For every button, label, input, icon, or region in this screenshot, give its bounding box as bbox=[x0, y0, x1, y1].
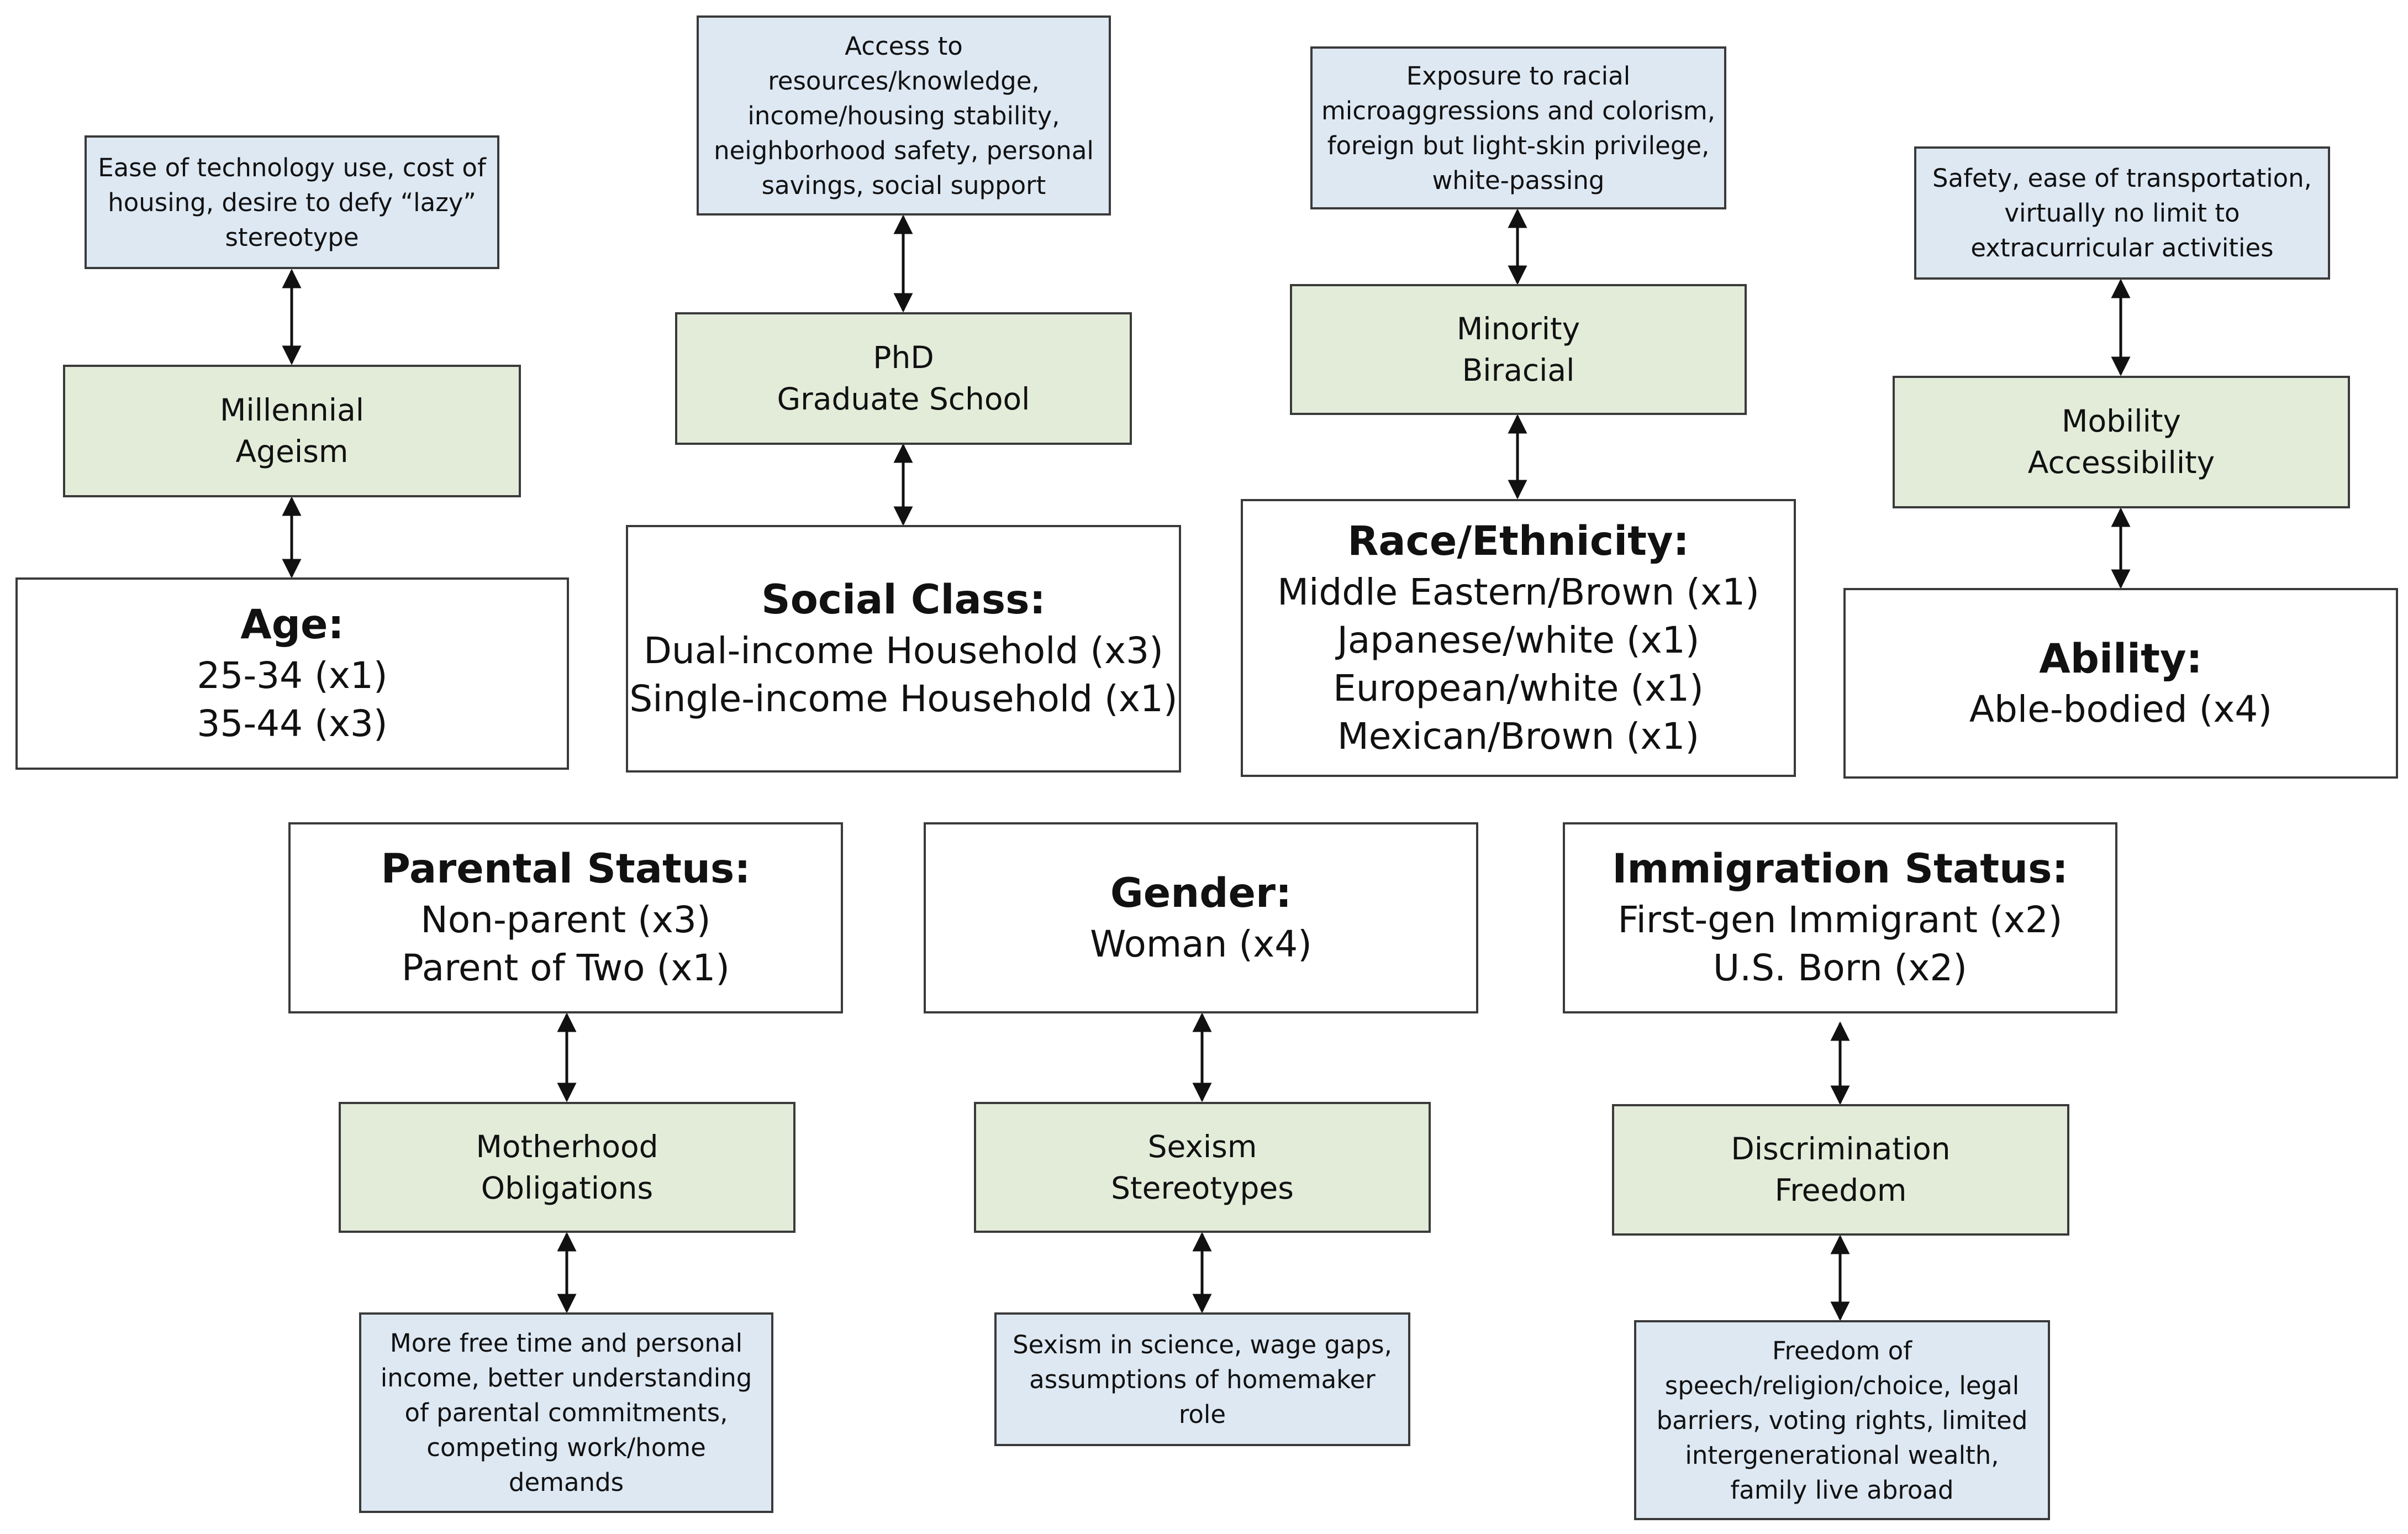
parental-factors-line: competing work/home bbox=[426, 1433, 706, 1462]
gender-identity-line: Woman (x4) bbox=[1090, 922, 1312, 965]
ability-factors-line: Safety, ease of transportation, bbox=[1932, 164, 2312, 193]
age-identity-line: 35-44 (x3) bbox=[197, 702, 388, 745]
gender-theme-box: Sexism Stereotypes bbox=[974, 1102, 1431, 1233]
immigration-factors-line: barriers, voting rights, limited bbox=[1656, 1405, 2028, 1435]
race-factors-line: foreign but light-skin privilege, bbox=[1327, 130, 1710, 160]
ability-identity-heading: Ability: bbox=[2039, 635, 2202, 682]
gender-factors-line: Sexism in science, wage gaps, bbox=[1013, 1330, 1392, 1359]
parental-factors-line: of parental commitments, bbox=[404, 1398, 728, 1427]
class-factors-line: savings, social support bbox=[761, 170, 1046, 200]
age-factors-box: Ease of technology use, cost of housing,… bbox=[85, 135, 499, 269]
class-factors-line: Access to bbox=[845, 31, 963, 61]
immigration-factors-line: speech/religion/choice, legal bbox=[1664, 1370, 2020, 1400]
ability-theme-line: Mobility bbox=[2062, 403, 2181, 439]
parental-theme-box: Motherhood Obligations bbox=[339, 1102, 795, 1233]
age-identity-box: Age: 25-34 (x1) 35-44 (x3) bbox=[15, 577, 569, 770]
immigration-identity-heading: Immigration Status: bbox=[1612, 845, 2068, 893]
immigration-factors-box: Freedom of speech/religion/choice, legal… bbox=[1634, 1320, 2050, 1520]
age-identity-line: 25-34 (x1) bbox=[197, 654, 388, 697]
ability-identity-box: Ability: Able-bodied (x4) bbox=[1843, 588, 2398, 779]
parental-theme-line: Obligations bbox=[481, 1170, 654, 1206]
class-theme-line: PhD bbox=[873, 340, 934, 376]
race-identity-heading: Race/Ethnicity: bbox=[1347, 517, 1689, 565]
race-identity-line: Japanese/white (x1) bbox=[1337, 618, 1700, 661]
ability-identity-line: Able-bodied (x4) bbox=[1969, 688, 2273, 731]
gender-factors-line: assumptions of homemaker bbox=[1029, 1364, 1376, 1394]
age-theme-box: Millennial Ageism bbox=[63, 365, 521, 497]
parental-factors-box: More free time and personal income, bett… bbox=[359, 1312, 773, 1513]
race-theme-line: Biracial bbox=[1462, 352, 1575, 388]
parental-factors-line: income, better understanding bbox=[380, 1363, 752, 1393]
race-factors-line: Exposure to racial bbox=[1406, 61, 1631, 91]
immigration-identity-box: Immigration Status: First-gen Immigrant … bbox=[1563, 822, 2117, 1013]
class-theme-line: Graduate School bbox=[777, 381, 1030, 417]
immigration-theme-line: Freedom bbox=[1774, 1173, 1907, 1208]
age-factors-line: stereotype bbox=[225, 222, 359, 252]
immigration-factors-line: Freedom of bbox=[1772, 1336, 1912, 1365]
ability-factors-line: extracurricular activities bbox=[1970, 233, 2274, 262]
gender-factors-line: role bbox=[1178, 1399, 1226, 1429]
gender-factors-box: Sexism in science, wage gaps, assumption… bbox=[994, 1312, 1410, 1446]
age-identity-heading: Age: bbox=[240, 601, 344, 649]
race-factors-line: microaggressions and colorism, bbox=[1321, 96, 1716, 125]
class-identity-line: Dual-income Household (x3) bbox=[644, 629, 1163, 673]
class-factors-line: neighborhood safety, personal bbox=[714, 135, 1094, 165]
race-theme-box: Minority Biracial bbox=[1290, 284, 1747, 415]
parental-theme-line: Motherhood bbox=[476, 1128, 658, 1164]
ability-factors-box: Safety, ease of transportation, virtuall… bbox=[1914, 146, 2330, 280]
gender-identity-box: Gender: Woman (x4) bbox=[924, 822, 1478, 1013]
parental-identity-heading: Parental Status: bbox=[381, 845, 751, 893]
race-factors-box: Exposure to racial microaggressions and … bbox=[1310, 46, 1726, 209]
immigration-theme-line: Discrimination bbox=[1731, 1131, 1951, 1167]
parental-identity-line: Parent of Two (x1) bbox=[401, 947, 730, 990]
parental-identity-line: Non-parent (x3) bbox=[420, 899, 711, 942]
class-identity-line: Single-income Household (x1) bbox=[629, 677, 1178, 721]
race-identity-line: Mexican/Brown (x1) bbox=[1337, 715, 1700, 758]
age-factors-line: Ease of technology use, cost of bbox=[98, 153, 486, 182]
age-theme-line: Ageism bbox=[235, 434, 349, 469]
gender-theme-line: Stereotypes bbox=[1111, 1170, 1294, 1206]
class-factors-box: Access to resources/knowledge, income/ho… bbox=[697, 15, 1111, 216]
age-factors-line: housing, desire to defy “lazy” bbox=[108, 187, 476, 217]
race-theme-line: Minority bbox=[1456, 311, 1580, 346]
ability-theme-box: Mobility Accessibility bbox=[1893, 376, 2350, 508]
class-factors-line: resources/knowledge, bbox=[768, 66, 1040, 96]
immigration-identity-line: First-gen Immigrant (x2) bbox=[1617, 899, 2063, 942]
race-factors-line: white-passing bbox=[1432, 165, 1605, 195]
ability-factors-line: virtually no limit to bbox=[2004, 198, 2240, 228]
age-theme-line: Millennial bbox=[219, 392, 365, 428]
gender-theme-line: Sexism bbox=[1147, 1128, 1257, 1164]
immigration-theme-box: Discrimination Freedom bbox=[1612, 1104, 2069, 1236]
immigration-identity-line: U.S. Born (x2) bbox=[1713, 947, 1968, 990]
parental-factors-line: More free time and personal bbox=[389, 1328, 743, 1358]
race-identity-box: Race/Ethnicity: Middle Eastern/Brown (x1… bbox=[1241, 499, 1796, 777]
immigration-factors-line: intergenerational wealth, bbox=[1685, 1440, 1999, 1470]
ability-theme-line: Accessibility bbox=[2027, 445, 2215, 480]
parental-identity-box: Parental Status: Non-parent (x3) Parent … bbox=[288, 822, 843, 1013]
class-factors-line: income/housing stability, bbox=[747, 101, 1060, 130]
class-theme-box: PhD Graduate School bbox=[675, 312, 1132, 445]
immigration-factors-line: family live abroad bbox=[1730, 1475, 1954, 1505]
race-identity-line: Middle Eastern/Brown (x1) bbox=[1277, 570, 1759, 613]
gender-identity-heading: Gender: bbox=[1110, 870, 1292, 917]
class-identity-heading: Social Class: bbox=[761, 576, 1046, 624]
class-identity-box: Social Class: Dual-income Household (x3)… bbox=[626, 525, 1181, 773]
parental-factors-line: demands bbox=[508, 1468, 624, 1497]
race-identity-line: European/white (x1) bbox=[1333, 666, 1704, 710]
